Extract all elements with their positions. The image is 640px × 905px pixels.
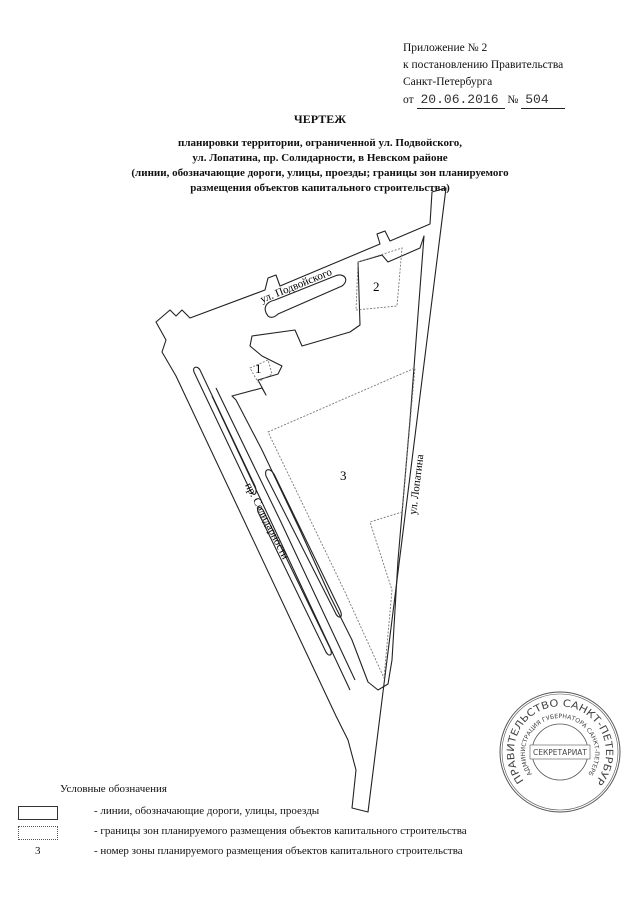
solidarnosti-median-3 — [265, 469, 342, 618]
zone-3-label: 3 — [340, 468, 347, 483]
legend-number-symbol: 3 — [35, 845, 41, 857]
subtitle-line-2: ул. Лопатина, пр. Солидарности, в Невско… — [192, 152, 448, 164]
subtitle-line-3: (линии, обозначающие дороги, улицы, прое… — [131, 167, 509, 179]
legend-road-symbol — [18, 806, 58, 820]
number-prefix: № — [507, 94, 519, 106]
solidarnosti-median-1 — [193, 366, 257, 495]
appendix-date-line: от 20.06.2016 № 504 — [403, 91, 565, 109]
svg-text:ПРАВИТЕЛЬСТВО САНКТ-ПЕТЕРБУРГА: ПРАВИТЕЛЬСТВО САНКТ-ПЕТЕРБУРГА — [0, 0, 614, 787]
secretariat-stamp: ПРАВИТЕЛЬСТВО САНКТ-ПЕТЕРБУРГА АДМИНИСТР… — [0, 0, 621, 813]
svg-text:АДМИНИСТРАЦИЯ ГУБЕРНАТОРА САНК: АДМИНИСТРАЦИЯ ГУБЕРНАТОРА САНКТ-ПЕТЕРБУР… — [0, 0, 600, 777]
zone-2-label: 2 — [373, 279, 380, 294]
street-label-lopatina: ул. Лопатина — [407, 454, 426, 516]
stamp-inner-text: АДМИНИСТРАЦИЯ ГУБЕРНАТОРА САНКТ-ПЕТЕРБУР… — [0, 0, 600, 777]
legend-road-text: - линии, обозначающие дороги, улицы, про… — [94, 805, 320, 817]
document-subtitle: планировки территории, ограниченной ул. … — [0, 136, 640, 196]
zone-2-boundary — [355, 247, 403, 311]
stamp-center-text: СЕКРЕТАРИАТ — [533, 748, 587, 757]
decree-number: 504 — [521, 91, 565, 109]
street-label-podvoiskogo: ул. Подвойского — [259, 266, 335, 306]
legend-zone-text: - границы зон планируемого размещения об… — [94, 825, 467, 837]
date-prefix: от — [403, 94, 414, 106]
stamp-outer-text: ПРАВИТЕЛЬСТВО САНКТ-ПЕТЕРБУРГА — [0, 0, 614, 787]
road-outer-boundary — [155, 187, 447, 813]
zone-1-label: 1 — [255, 361, 262, 376]
solidarnosti-median-4 — [211, 387, 356, 691]
document-title: ЧЕРТЕЖ — [293, 112, 347, 126]
legend-number-text: - номер зоны планируемого размещения объ… — [94, 845, 463, 857]
subtitle-line-1: планировки территории, ограниченной ул. … — [178, 137, 462, 149]
appendix-header: Приложение № 2 к постановлению Правитель… — [403, 40, 565, 109]
appendix-city: Санкт-Петербурга — [403, 76, 493, 88]
subtitle-line-4: размещения объектов капитального строите… — [190, 182, 450, 194]
legend-title: Условные обозначения — [60, 783, 167, 795]
appendix-number: Приложение № 2 — [403, 42, 488, 54]
appendix-decree: к постановлению Правительства — [403, 59, 564, 71]
block-inner-boundary — [231, 235, 425, 691]
podvoiskogo-median — [264, 274, 347, 318]
legend-zone-symbol — [18, 826, 58, 840]
decree-date: 20.06.2016 — [416, 91, 505, 109]
